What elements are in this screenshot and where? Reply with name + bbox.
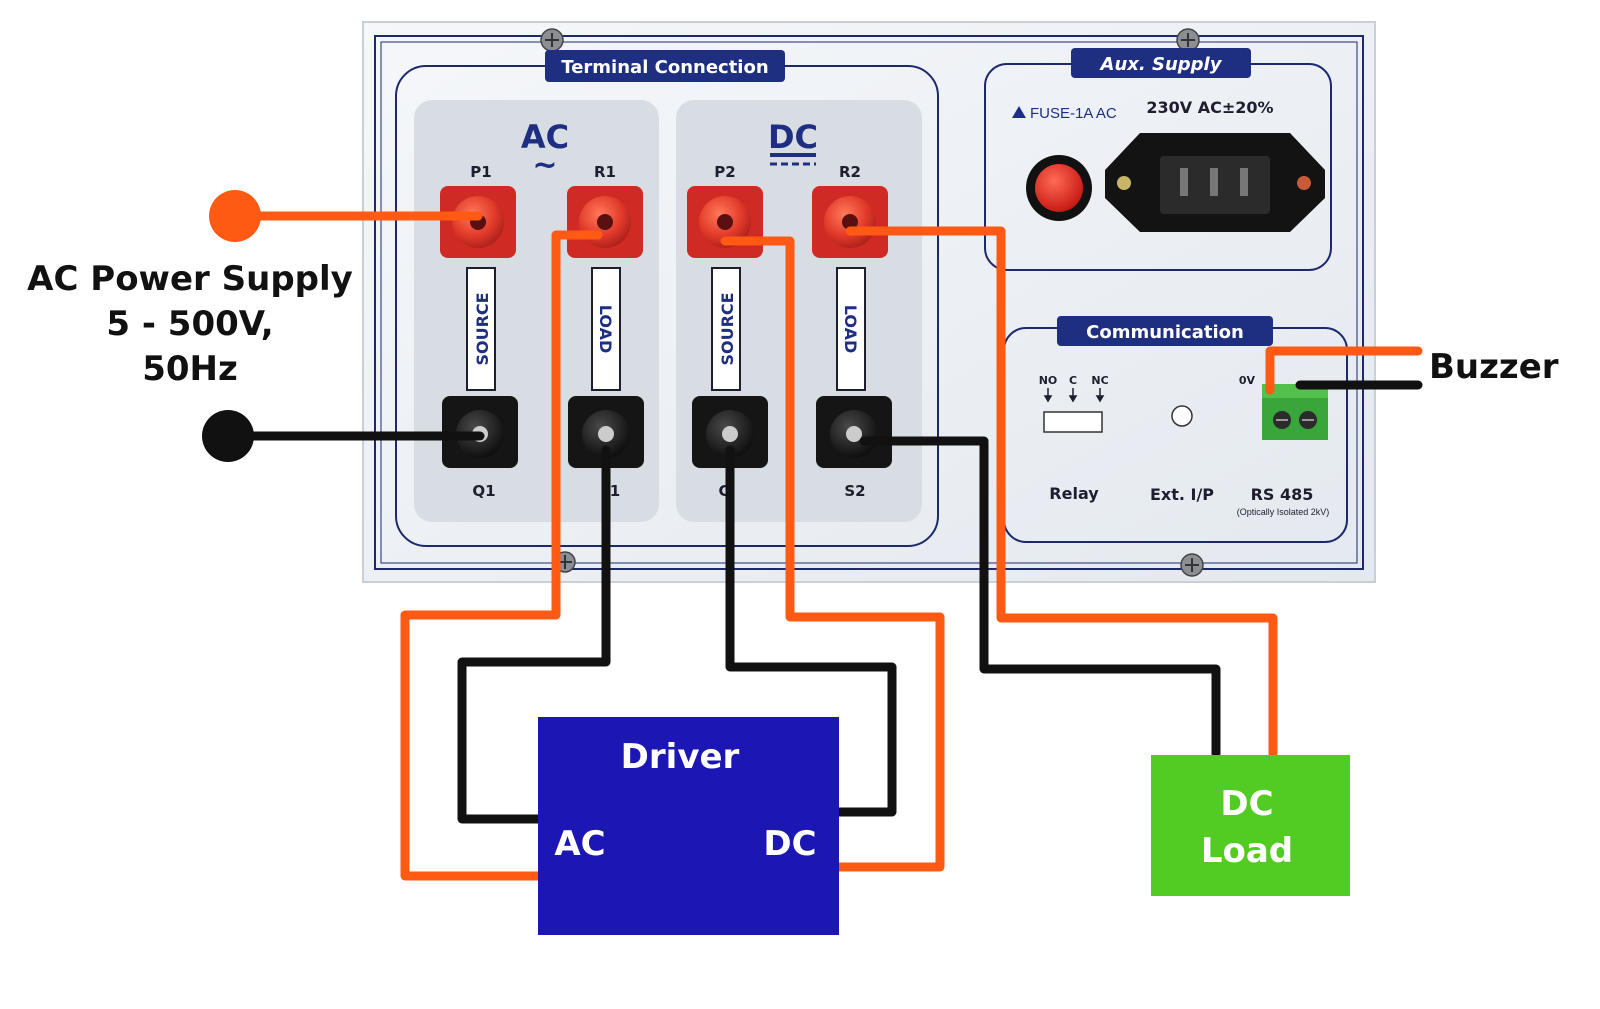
svg-text:LOAD: LOAD bbox=[596, 305, 615, 353]
panel: Terminal Connection AC ~ DC P1 R1 P2 R2 bbox=[362, 21, 1376, 583]
power-socket-icon bbox=[1105, 133, 1325, 232]
wire-p2-driver-dc bbox=[720, 236, 945, 872]
relay-pin-no: NO bbox=[1039, 374, 1058, 387]
rs485-sublabel: (Optically Isolated 2kV) bbox=[1237, 507, 1330, 517]
svg-text:SOURCE: SOURCE bbox=[473, 292, 492, 365]
relay-label: Relay bbox=[1049, 484, 1099, 503]
screw-icon bbox=[1180, 553, 1204, 577]
fuse-label: FUSE-1A AC bbox=[1030, 105, 1117, 122]
fuse-holder-icon bbox=[1026, 155, 1092, 221]
strip-load-dc: LOAD bbox=[836, 267, 866, 391]
terminal-label-p2: P2 bbox=[714, 163, 735, 181]
strip-source-dc: SOURCE bbox=[711, 267, 741, 391]
screw-icon bbox=[540, 28, 564, 52]
terminal-p2 bbox=[687, 186, 763, 258]
terminal-r1 bbox=[567, 186, 643, 258]
terminal-s1 bbox=[568, 396, 644, 468]
wire-q2-driver-dc bbox=[725, 445, 897, 817]
ac-supply-label-line3: 50Hz bbox=[142, 349, 238, 389]
relay-pin-arrows-icon bbox=[1043, 388, 1105, 403]
driver-title: Driver bbox=[621, 737, 740, 777]
ac-symbol: ~ bbox=[532, 148, 557, 183]
dc-load-line1: DC bbox=[1220, 784, 1273, 824]
rs485-label: RS 485 bbox=[1251, 485, 1314, 504]
wire-s1-driver-ac bbox=[457, 445, 611, 824]
relay-pin-nc: NC bbox=[1091, 374, 1108, 387]
terminal-section-title: Terminal Connection bbox=[561, 57, 768, 78]
buzzer-label: Buzzer bbox=[1429, 347, 1559, 387]
wire-r1-driver-ac bbox=[400, 230, 603, 881]
communication-title: Communication bbox=[1086, 322, 1244, 343]
dc-label: DC bbox=[768, 118, 818, 156]
wire-s2-dc-load bbox=[859, 436, 1221, 759]
terminal-label-r2: R2 bbox=[839, 163, 861, 181]
voltage-label: 230V AC±20% bbox=[1146, 98, 1273, 117]
dc-symbol-icon bbox=[770, 153, 816, 166]
driver-box: Driver AC DC bbox=[538, 717, 839, 935]
strip-source-ac: SOURCE bbox=[466, 267, 496, 391]
strip-load-ac: LOAD bbox=[591, 267, 621, 391]
svg-text:LOAD: LOAD bbox=[841, 305, 860, 353]
ac-supply-label-line2: 5 - 500V, bbox=[106, 304, 273, 344]
dc-load-line2: Load bbox=[1201, 831, 1293, 871]
relay-connector bbox=[1043, 411, 1103, 433]
screw-icon bbox=[1176, 28, 1200, 52]
terminal-q2 bbox=[692, 396, 768, 468]
relay-pin-c: C bbox=[1069, 374, 1077, 387]
ac-supply-neutral-dot bbox=[202, 410, 254, 462]
terminal-r2 bbox=[812, 186, 888, 258]
terminal-label-q2-bottom: C bbox=[718, 482, 729, 500]
terminal-label-s2-bottom: S2 bbox=[844, 482, 865, 500]
warning-icon bbox=[1012, 106, 1026, 118]
svg-text:SOURCE: SOURCE bbox=[718, 292, 737, 365]
terminal-label-q1-bottom: Q1 bbox=[472, 482, 495, 500]
terminal-p1 bbox=[440, 186, 516, 258]
driver-ac-port: AC bbox=[554, 824, 605, 864]
ext-ip-connector bbox=[1171, 405, 1193, 427]
ext-ip-label: Ext. I/P bbox=[1150, 485, 1214, 504]
rs485-pin-label: 0V bbox=[1239, 374, 1256, 387]
wire-buzzer-red bbox=[1265, 346, 1423, 395]
dc-load-box: DC Load bbox=[1151, 755, 1350, 896]
wire-r2-dc-load bbox=[845, 226, 1278, 759]
terminal-label-s1-bottom: 1 bbox=[610, 482, 620, 500]
wires bbox=[223, 211, 1423, 881]
terminal-s2 bbox=[816, 396, 892, 468]
ac-label: AC bbox=[521, 118, 569, 156]
driver-dc-port: DC bbox=[763, 824, 816, 864]
ac-supply-live-dot bbox=[209, 190, 261, 242]
ac-supply-label-line1: AC Power Supply bbox=[27, 259, 353, 299]
aux-supply-title: Aux. Supply bbox=[1099, 54, 1223, 75]
terminal-label-r1: R1 bbox=[594, 163, 616, 181]
terminal-label-p1: P1 bbox=[470, 163, 491, 181]
